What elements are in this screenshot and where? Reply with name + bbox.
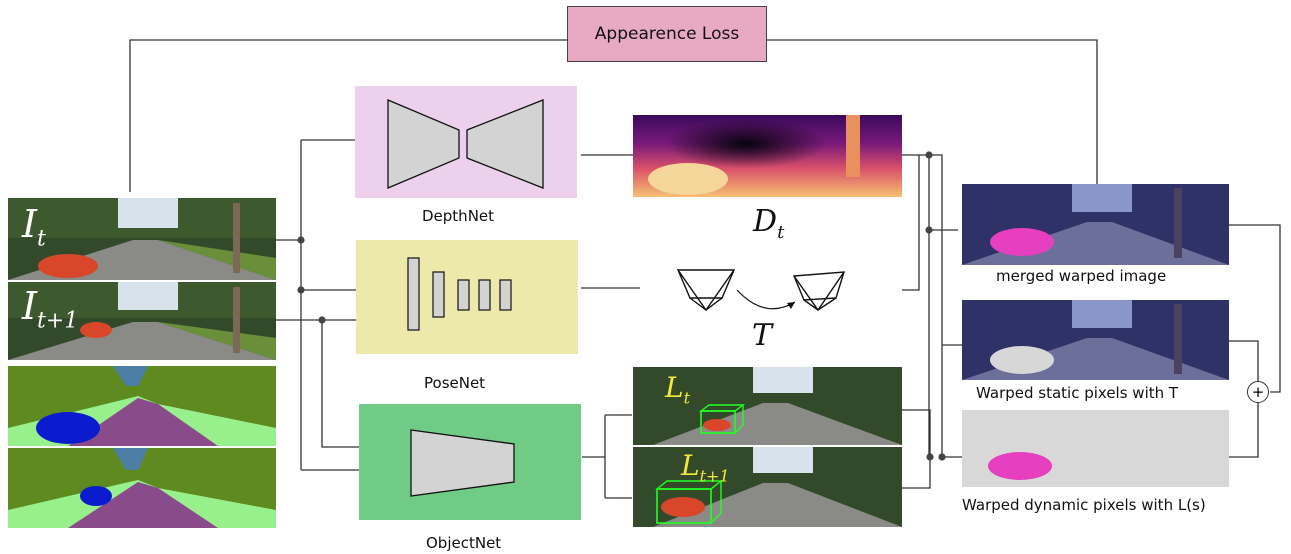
depthnet-label: DepthNet xyxy=(422,207,495,225)
box-t1-symbol: Lt+1 xyxy=(681,449,730,486)
input-frame-t: It xyxy=(8,198,276,280)
camera-frustum-icon xyxy=(676,269,736,312)
object-box-frame-t1: Lt+1 xyxy=(633,447,902,527)
depthnet-block xyxy=(355,86,577,198)
bbox-image-t xyxy=(633,367,902,445)
dynamic-label: Warped dynamic pixels with L(s) xyxy=(962,496,1206,514)
appearance-loss-label: Appearence Loss xyxy=(594,24,740,44)
depth-map xyxy=(633,115,902,197)
pose-symbol: T xyxy=(752,318,773,353)
static-image xyxy=(962,300,1229,380)
appearance-loss-box: Appearence Loss xyxy=(567,6,767,62)
merged-image xyxy=(962,184,1229,265)
box-t-symbol: Lt xyxy=(665,371,691,408)
segmentation-map-t xyxy=(8,366,276,446)
objectnet-label: ObjectNet xyxy=(426,534,502,552)
segmentation-map-t1 xyxy=(8,448,276,528)
merged-label: merged warped image xyxy=(996,267,1167,285)
object-box-frame-t: Lt xyxy=(633,367,902,445)
segmentation-image-t xyxy=(8,366,276,446)
depth-map-image xyxy=(633,115,902,197)
depth-symbol: Dt xyxy=(753,204,785,243)
frame-t-symbol: It xyxy=(22,202,46,252)
objectnet-block xyxy=(359,404,581,520)
bbox-image-t1 xyxy=(633,447,902,527)
warped-dynamic-image xyxy=(962,410,1229,487)
pose-encoder-icon xyxy=(407,257,512,331)
posenet-block xyxy=(356,240,578,354)
object-encoder-icon xyxy=(410,429,515,497)
dynamic-image xyxy=(988,452,1052,480)
frame-t1-symbol: It+1 xyxy=(22,284,79,334)
merged-warped-image xyxy=(962,184,1229,265)
road-scene-image xyxy=(8,198,276,280)
segmentation-image-t1 xyxy=(8,448,276,528)
road-scene-image-next xyxy=(8,282,276,360)
sum-symbol: + xyxy=(1251,383,1265,401)
static-label: Warped static pixels with T xyxy=(976,384,1179,402)
sum-node: + xyxy=(1247,381,1269,403)
input-frame-t1: It+1 xyxy=(8,282,276,360)
encoder-decoder-icon xyxy=(387,99,544,189)
posenet-label: PoseNet xyxy=(424,374,486,392)
camera-frustum-icon-next xyxy=(792,271,845,312)
warped-static-image xyxy=(962,300,1229,380)
